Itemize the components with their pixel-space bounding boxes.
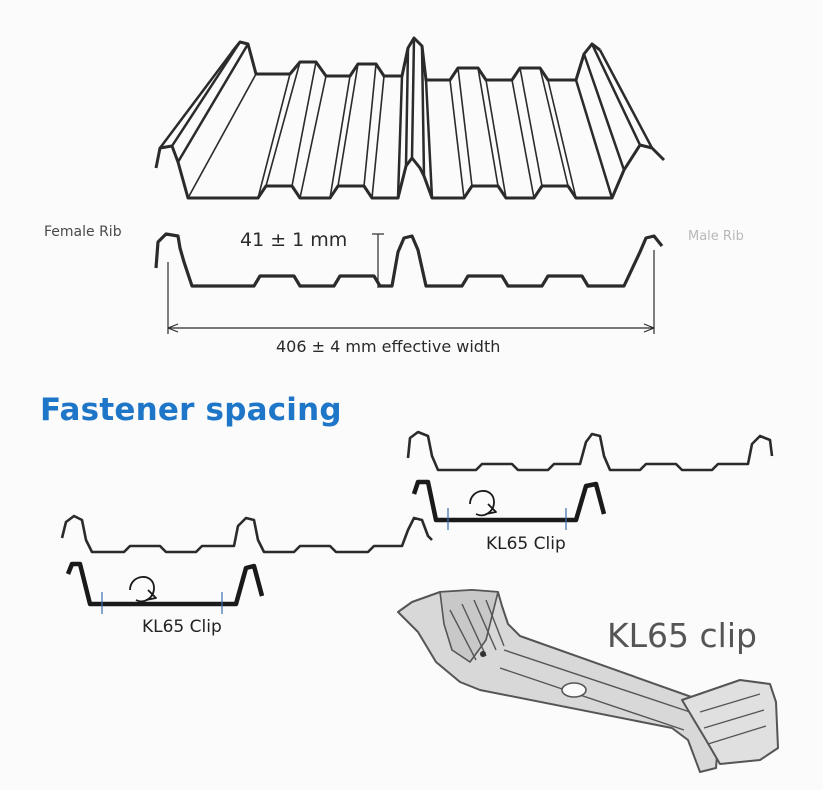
- upper-clip-profile: [411, 479, 607, 530]
- kl65-clip-illustration: [397, 589, 779, 773]
- effective-width-dimension: 406 ± 4 mm effective width: [276, 337, 501, 356]
- fastener-spacing-heading: Fastener spacing: [40, 392, 342, 428]
- male-rib-label: Male Rib: [688, 229, 744, 244]
- upper-sheet-profile: [406, 430, 774, 472]
- lower-sheet-profile: [60, 514, 433, 554]
- sheet-perspective-view: [154, 36, 666, 200]
- clip-label-lower: KL65 Clip: [142, 617, 222, 637]
- lower-clip-profile: [65, 561, 265, 614]
- rib-height-dimension: 41 ± 1 mm: [240, 229, 348, 251]
- clip-label-upper: KL65 Clip: [486, 534, 566, 554]
- female-rib-label: Female Rib: [44, 224, 122, 240]
- clip-product-label: KL65 clip: [607, 616, 757, 655]
- sheet-cross-section: [154, 232, 664, 334]
